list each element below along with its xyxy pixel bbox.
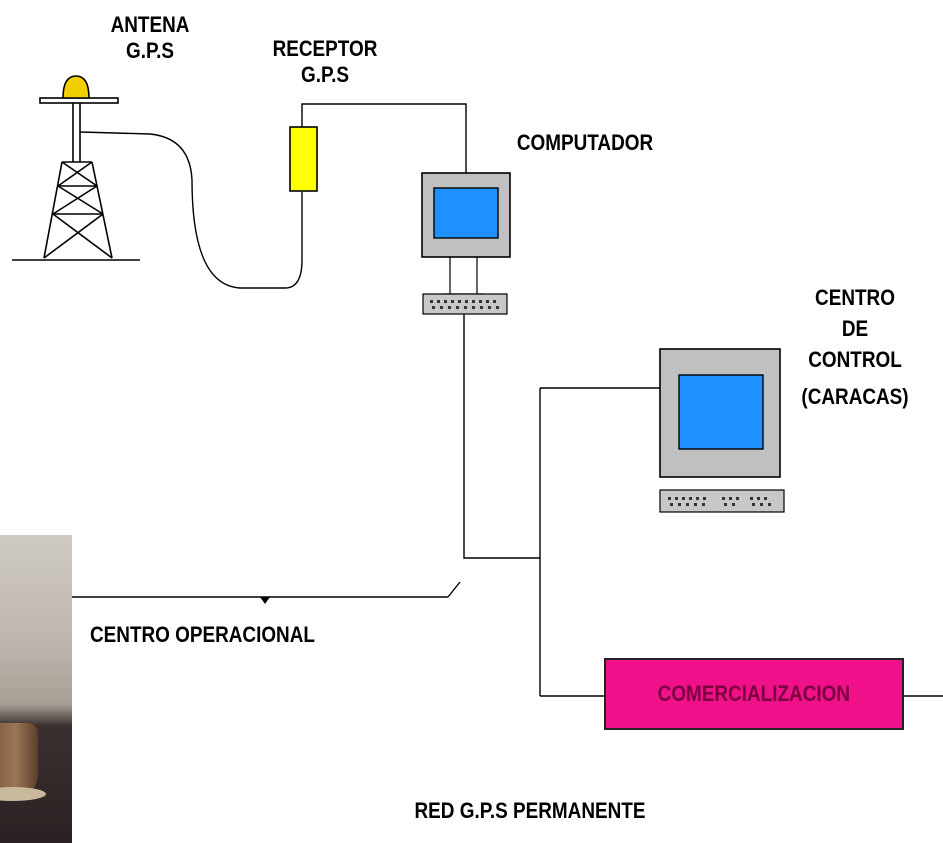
centro-operacional-label: CENTRO OPERACIONAL <box>90 622 315 647</box>
comercializacion-label: COMERCIALIZACION <box>657 681 851 706</box>
cup-shape <box>0 723 38 797</box>
computer-keyboard <box>422 293 508 315</box>
photo-fragment <box>0 535 72 843</box>
gps-antenna-tower <box>12 75 140 261</box>
diagram-title: RED G.P.S PERMANENTE <box>414 798 646 823</box>
antenna-dome <box>62 75 90 99</box>
centro-control-label: CENTRO DE CONTROL (CARACAS) <box>801 285 909 409</box>
receiver-computer-cable <box>301 103 467 173</box>
antenna-receiver-cable <box>79 131 303 289</box>
receptor-label: RECEPTOR G.P.S <box>272 36 378 87</box>
centro-operacional-line <box>72 581 461 604</box>
control-keyboard <box>659 489 785 513</box>
antena-label: ANTENA G.P.S <box>110 12 190 63</box>
computer-screen <box>433 187 499 239</box>
computador-label: COMPUTADOR <box>516 130 654 155</box>
computer-network-cable <box>463 314 540 559</box>
control-screen <box>678 374 764 450</box>
comercializacion-box: COMERCIALIZACION <box>604 658 904 730</box>
saucer-shape <box>0 787 46 801</box>
gps-receiver <box>289 126 318 192</box>
computador-computer <box>421 172 511 315</box>
centro-control-computer <box>659 348 785 513</box>
